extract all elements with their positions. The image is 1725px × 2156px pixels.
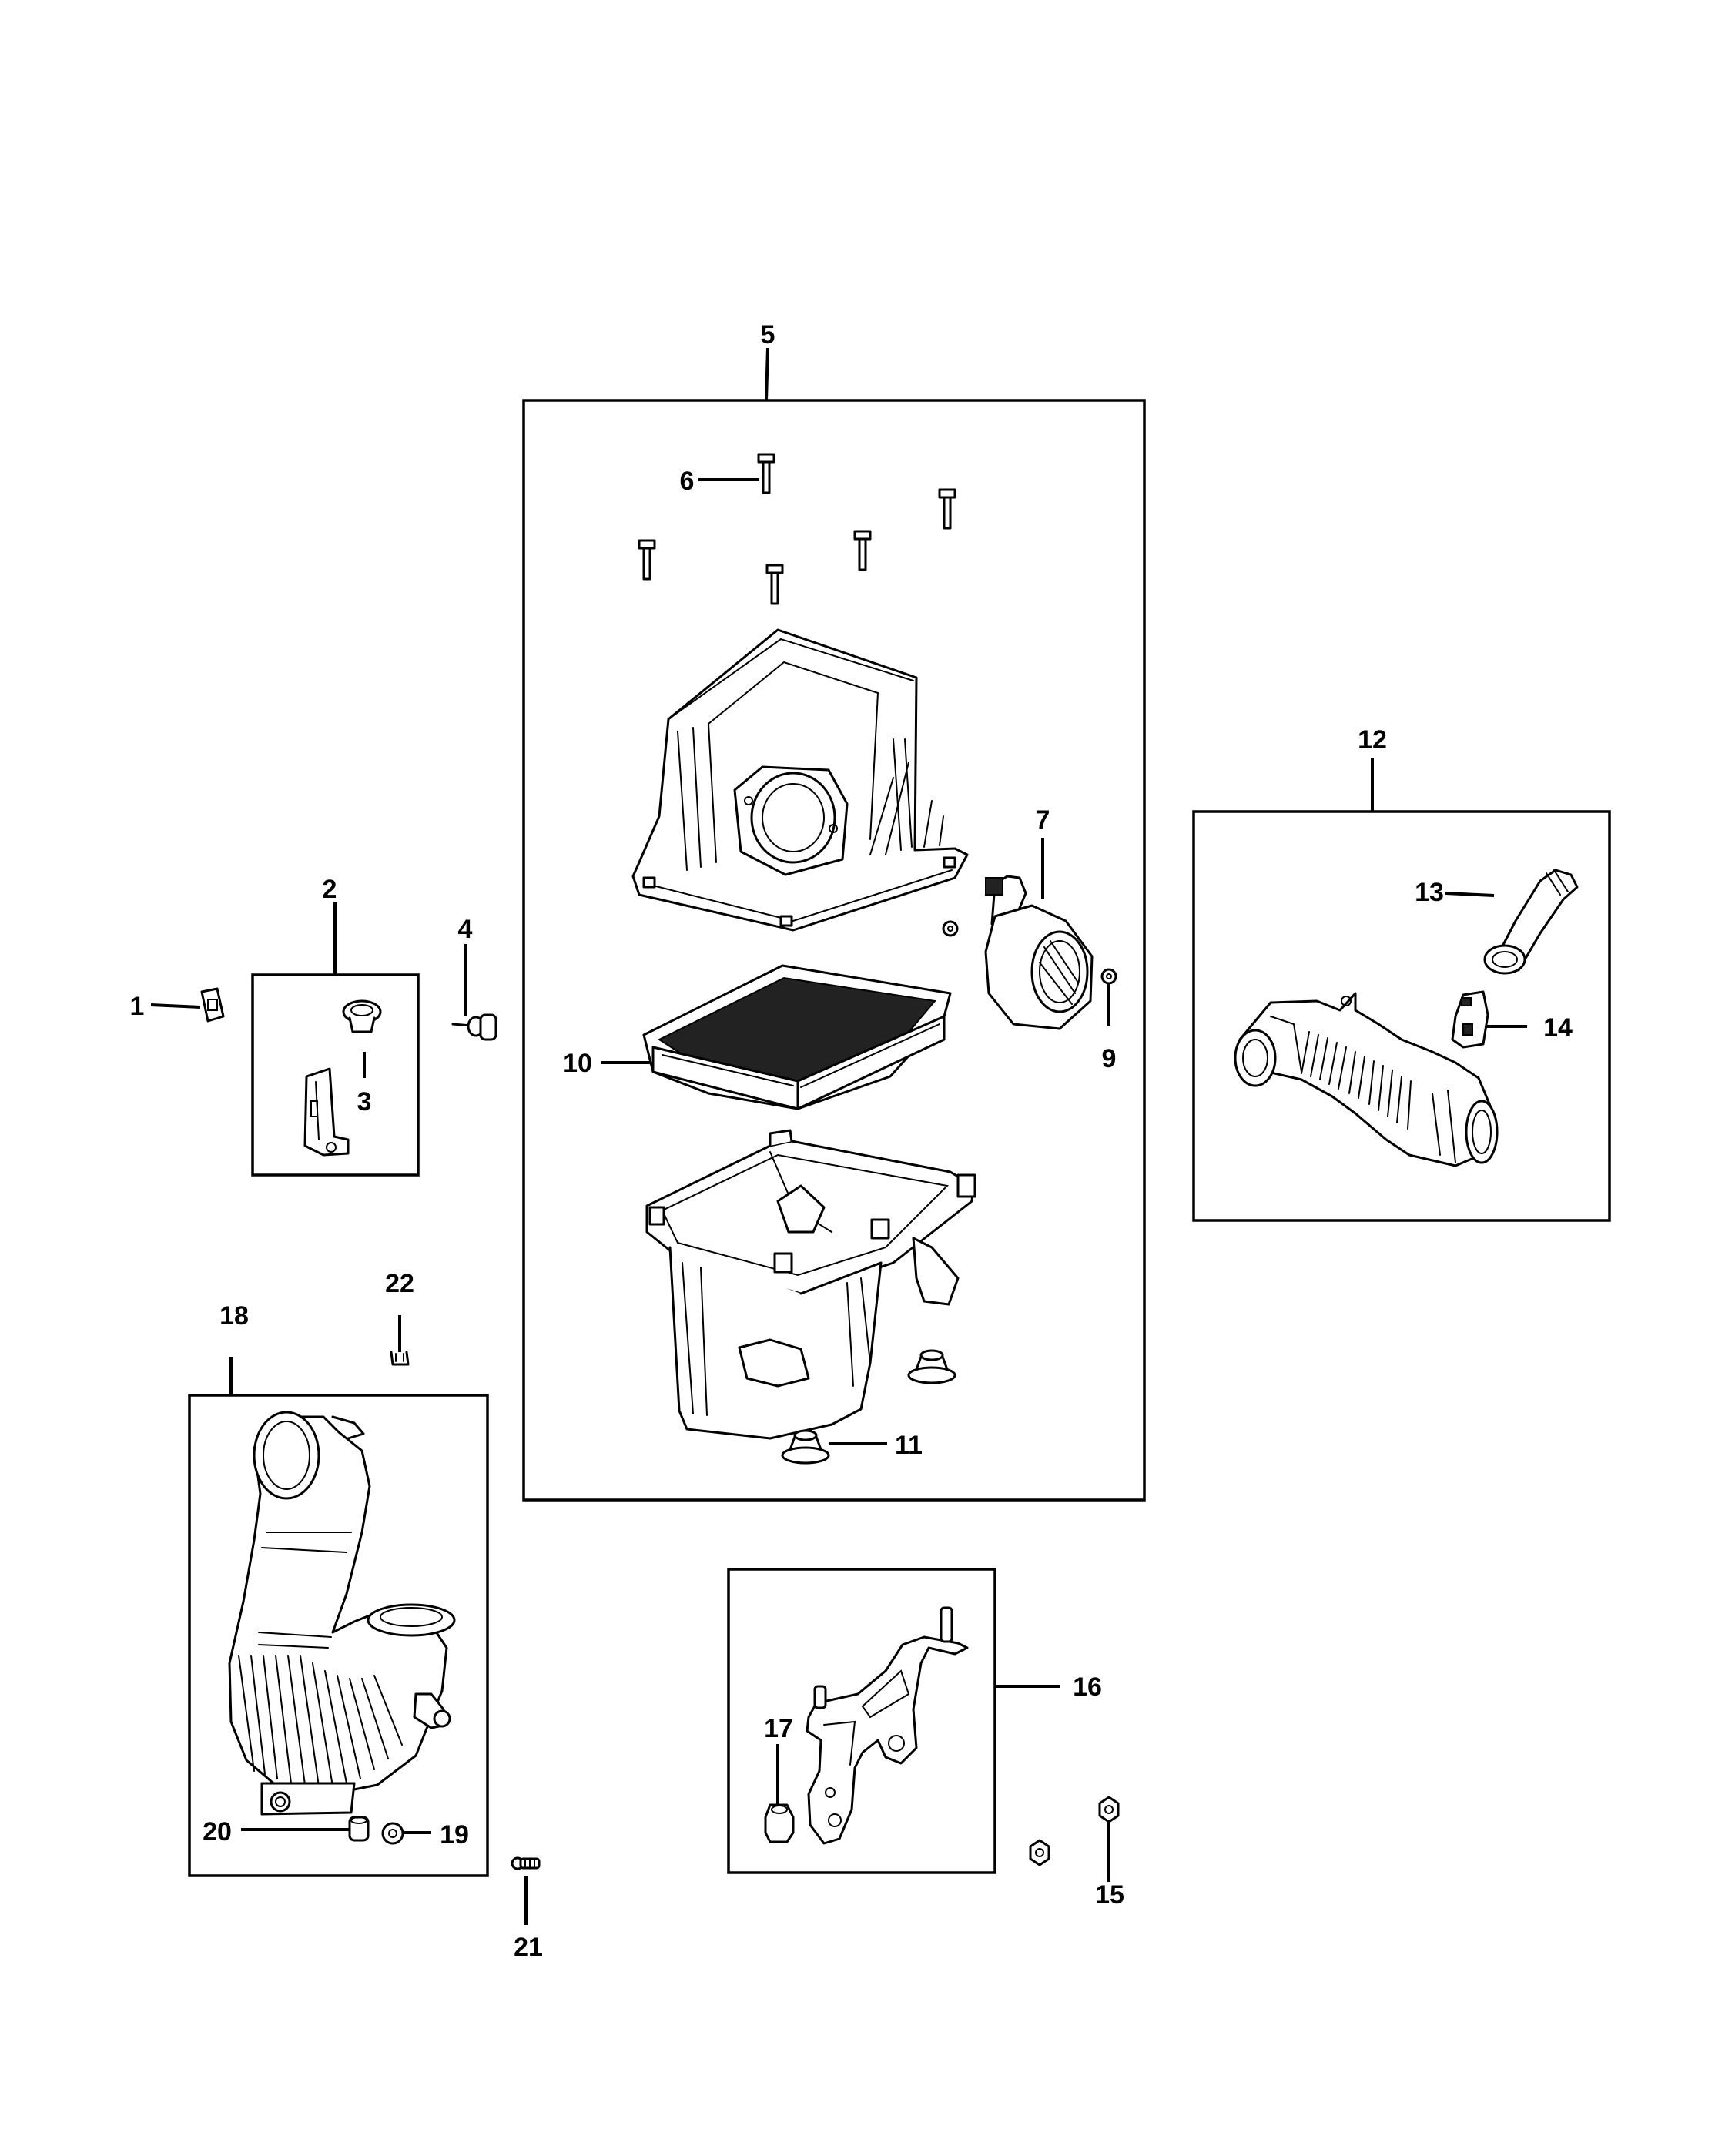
sensor-screw-icon[interactable] xyxy=(942,920,1117,985)
callout-5: 5 xyxy=(761,320,775,350)
frame-air-cleaner-assembly xyxy=(522,399,1146,1502)
washer-nut-icon[interactable] xyxy=(381,1822,404,1845)
callout-19: 19 xyxy=(440,1820,469,1850)
bracket-nut-icon[interactable] xyxy=(764,1803,795,1843)
callout-3: 3 xyxy=(357,1087,372,1116)
callout-18: 18 xyxy=(219,1301,249,1331)
callout-22: 22 xyxy=(385,1269,414,1298)
connector-icon[interactable] xyxy=(1451,990,1489,1049)
callout-7: 7 xyxy=(1036,805,1050,835)
frame-inlet-duct-resonator xyxy=(188,1394,489,1877)
callout-14: 14 xyxy=(1543,1013,1573,1043)
mass-airflow-sensor-icon[interactable] xyxy=(984,875,1094,1030)
callout-2: 2 xyxy=(323,875,337,904)
stud-bolt-icon[interactable] xyxy=(451,1013,497,1041)
air-cleaner-housing-icon[interactable] xyxy=(645,1129,976,1440)
callout-11: 11 xyxy=(895,1431,923,1460)
grommet-icon[interactable] xyxy=(342,999,382,1033)
duct-nut-icon[interactable] xyxy=(348,1816,370,1842)
nut-icon[interactable] xyxy=(1029,1796,1120,1866)
push-clip-icon[interactable] xyxy=(390,1351,410,1366)
inlet-duct-hose-icon[interactable] xyxy=(1483,869,1579,975)
callout-13: 13 xyxy=(1415,878,1444,907)
callout-labels: 1 2 3 4 5 6 7 9 10 11 12 13 14 15 16 17 … xyxy=(130,320,1573,1962)
callout-10: 10 xyxy=(563,1049,592,1078)
isolator-icon[interactable] xyxy=(781,1349,956,1465)
air-inlet-duct-icon[interactable] xyxy=(1234,992,1499,1167)
callout-17: 17 xyxy=(764,1714,793,1743)
air-filter-element-icon[interactable] xyxy=(642,964,952,1110)
inlet-duct-resonator-icon[interactable] xyxy=(228,1411,456,1816)
frame-support-bracket xyxy=(727,1568,996,1874)
callout-1: 1 xyxy=(130,992,145,1021)
screw-icon[interactable] xyxy=(511,1856,541,1870)
cover-screw-icon[interactable] xyxy=(638,453,956,605)
bracket-kit-icon[interactable] xyxy=(303,1067,350,1157)
callout-20: 20 xyxy=(203,1817,232,1846)
clip-nut-icon[interactable] xyxy=(200,987,225,1023)
callout-16: 16 xyxy=(1073,1672,1102,1702)
callout-4: 4 xyxy=(458,915,473,944)
frame-air-inlet-duct-kit xyxy=(1192,810,1611,1222)
support-bracket-icon[interactable] xyxy=(806,1606,969,1845)
leader-lines xyxy=(150,347,1527,1925)
callout-6: 6 xyxy=(680,467,695,496)
callout-15: 15 xyxy=(1095,1880,1124,1910)
callout-9: 9 xyxy=(1102,1044,1117,1073)
callout-21: 21 xyxy=(514,1933,543,1962)
callout-12: 12 xyxy=(1358,725,1387,755)
air-cleaner-cover-icon[interactable] xyxy=(631,628,969,932)
